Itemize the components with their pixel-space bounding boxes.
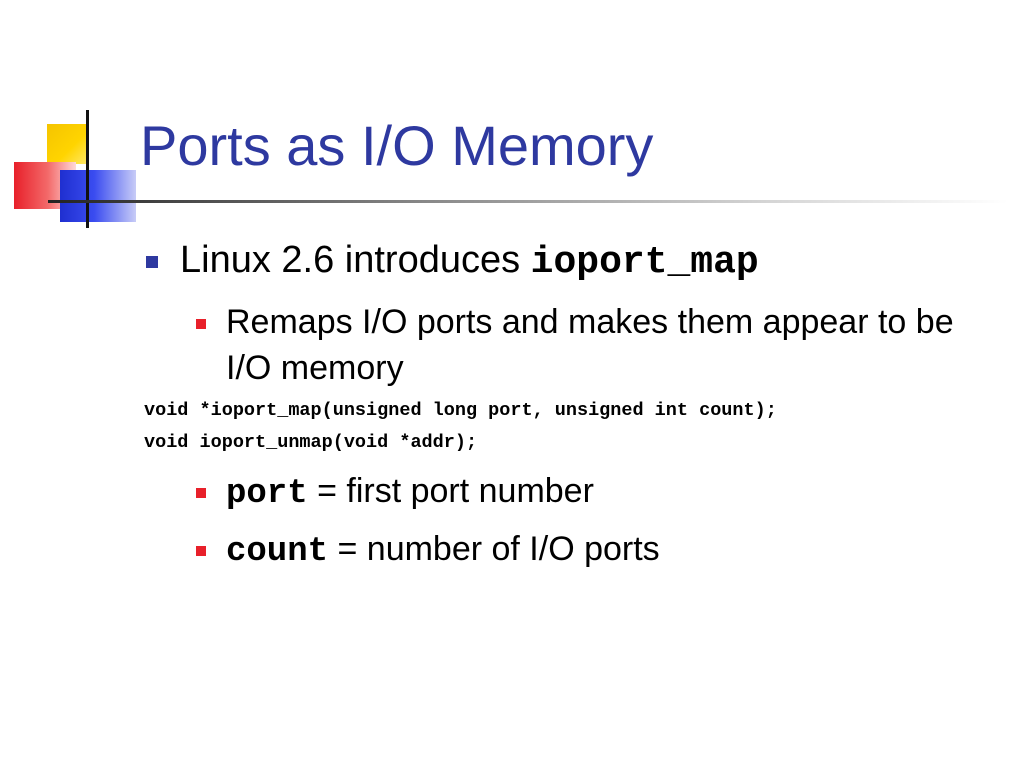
sub-bullet-text: count = number of I/O ports (226, 526, 660, 575)
bullet-text-plain: Linux 2.6 introduces (180, 239, 531, 281)
code-line-ioport-unmap: void ioport_unmap(void *addr); (144, 432, 478, 453)
logo-blue-square (60, 170, 136, 222)
bullet-code-ioport-map: ioport_map (530, 241, 759, 284)
title-underline-divider (48, 200, 1008, 203)
sub-bullet-text-plain: = number of I/O ports (328, 530, 660, 568)
bullet-text: Linux 2.6 introduces ioport_map (180, 238, 759, 285)
sub-bullet-text: port = first port number (226, 468, 594, 517)
sub-bullet-text: Remaps I/O ports and makes them appear t… (226, 303, 954, 387)
logo-yellow-square (47, 124, 87, 164)
code-line-ioport-map: void *ioport_map(unsigned long port, uns… (144, 400, 777, 421)
sub-bullet-code-count: count (226, 533, 329, 571)
sub-bullet-square-icon (196, 319, 206, 329)
sub-bullet-square-icon (196, 546, 206, 556)
bullet-square-icon (146, 256, 158, 268)
sub-bullet-code-port: port (226, 475, 308, 513)
slide-title: Ports as I/O Memory (140, 114, 654, 177)
logo-vertical-line (86, 110, 89, 228)
sub-bullet-text-plain: = first port number (307, 472, 594, 510)
sub-bullet-square-icon (196, 488, 206, 498)
decorative-logo-icon (0, 0, 140, 240)
